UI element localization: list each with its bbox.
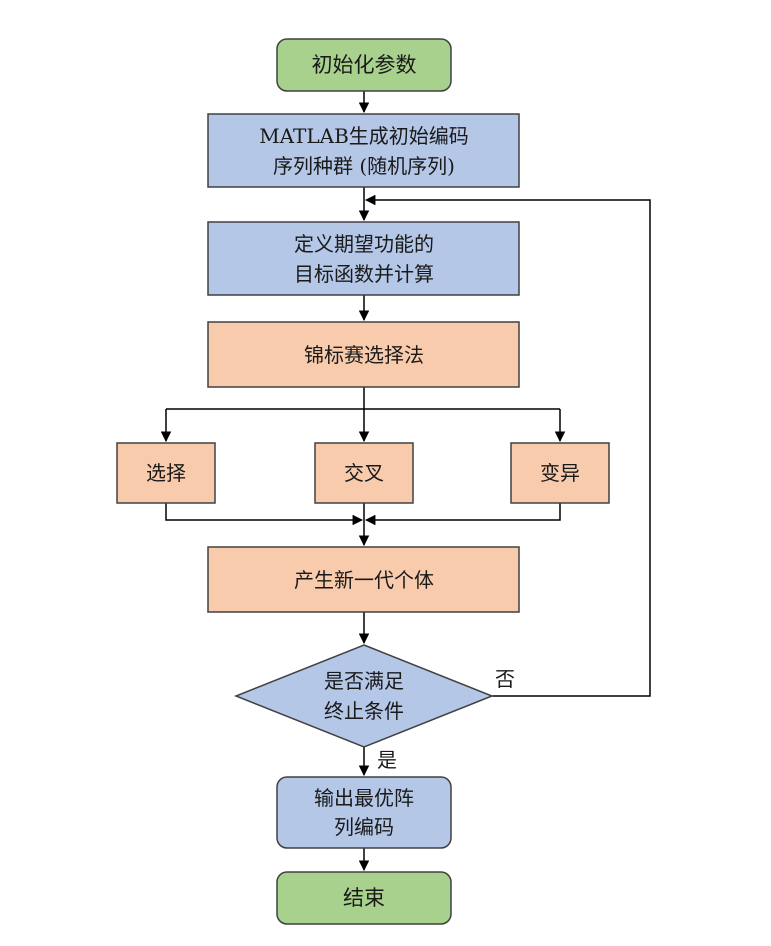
edge-label-yes: 是: [377, 748, 397, 772]
node-mutation: 变异: [510, 442, 610, 504]
edge-check-no-loop: [364, 194, 651, 697]
node-select: 选择: [116, 442, 216, 504]
node-output-box: [276, 776, 452, 849]
node-output-line1: 输出最优阵: [314, 786, 414, 810]
node-select-box: [116, 442, 216, 504]
node-check: 是否满足 终止条件: [233, 644, 495, 748]
node-output-line2: 列编码: [334, 815, 394, 839]
node-new-gen-box: [207, 546, 520, 613]
node-generate-box: [207, 113, 520, 188]
node-generate-line1: MATLAB生成初始编码: [259, 124, 469, 148]
node-mutation-box: [510, 442, 610, 504]
edges: [160, 91, 651, 872]
node-mutation-label: 变异: [540, 461, 580, 485]
node-init-box: [276, 38, 452, 92]
node-select-label: 选择: [146, 461, 186, 485]
node-end: 结束: [276, 871, 452, 925]
node-new-gen: 产生新一代个体: [207, 546, 520, 613]
node-end-box: [276, 871, 452, 925]
node-new-gen-label: 产生新一代个体: [294, 568, 434, 592]
node-init-label: 初始化参数: [312, 53, 417, 77]
node-output: 输出最优阵 列编码: [276, 776, 452, 849]
node-generate: MATLAB生成初始编码 序列种群 (随机序列): [207, 113, 520, 188]
node-tournament-box: [207, 321, 520, 388]
node-generate-line2: 序列种群 (随机序列): [273, 154, 455, 178]
node-crossover: 交叉: [314, 442, 414, 504]
edge-mutation-merge: [364, 503, 561, 526]
edge-label-no: 否: [495, 667, 515, 691]
node-objective-line2: 目标函数并计算: [294, 262, 434, 286]
node-tournament-label: 锦标赛选择法: [304, 343, 424, 367]
node-objective-line1: 定义期望功能的: [294, 232, 434, 256]
node-tournament: 锦标赛选择法: [207, 321, 520, 388]
node-crossover-label: 交叉: [344, 461, 384, 485]
node-crossover-box: [314, 442, 414, 504]
node-init: 初始化参数: [276, 38, 452, 92]
edge-select-merge: [165, 503, 364, 526]
node-check-line2: 终止条件: [324, 699, 404, 723]
node-check-diamond: [233, 644, 495, 748]
node-check-line1: 是否满足: [324, 669, 404, 693]
node-objective: 定义期望功能的 目标函数并计算: [207, 221, 520, 296]
node-objective-box: [207, 221, 520, 296]
node-end-label: 结束: [343, 886, 385, 910]
